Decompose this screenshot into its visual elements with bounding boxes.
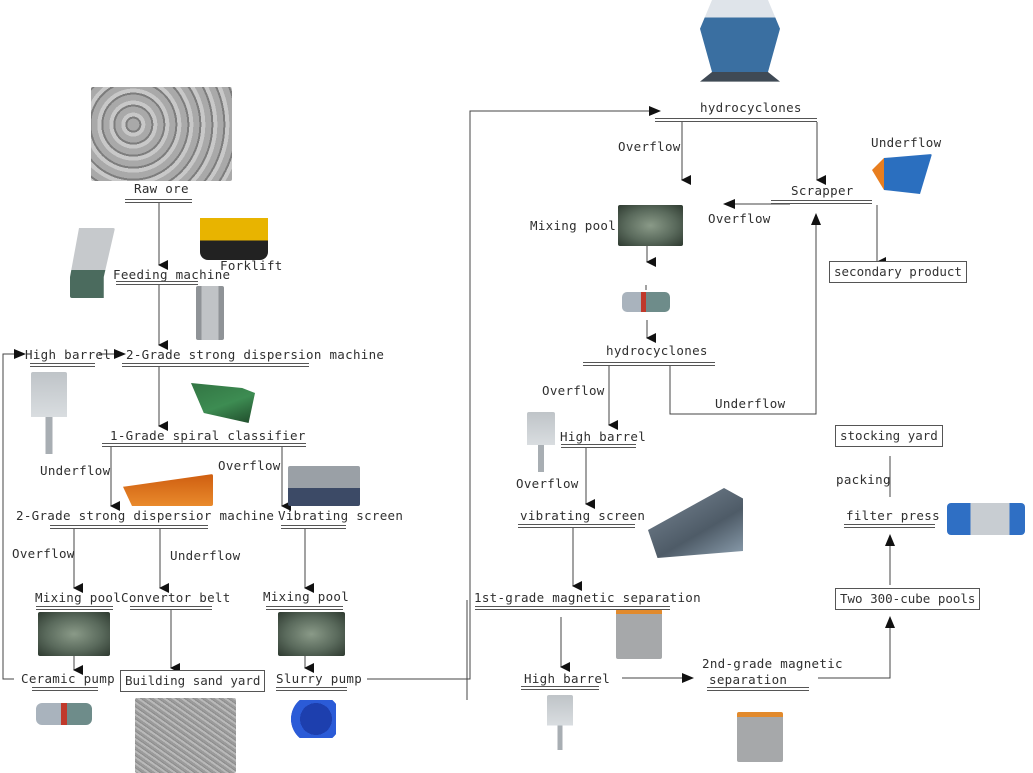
edge-overflow-dispersior: Overflow bbox=[12, 546, 75, 561]
pump-image bbox=[622, 292, 670, 312]
node-raw-ore: Raw ore bbox=[134, 181, 189, 196]
node-secondary-product: secondary product bbox=[829, 261, 967, 283]
underline bbox=[125, 199, 192, 203]
node-high-barrel-2: High barrel bbox=[560, 429, 647, 444]
slurry-pump-image bbox=[286, 700, 336, 738]
ceramic-pump-image bbox=[36, 703, 92, 725]
underline bbox=[122, 363, 309, 367]
raw-ore-image bbox=[91, 87, 232, 181]
edge-overflow-barrel2: Overflow bbox=[516, 476, 579, 491]
edge-overflow-scrapper: Overflow bbox=[708, 211, 771, 226]
hydrocyclones-image bbox=[700, 0, 780, 82]
underline bbox=[30, 363, 95, 367]
high-barrel-image bbox=[31, 372, 67, 454]
underline bbox=[130, 606, 212, 610]
high-barrel-2-image bbox=[527, 412, 555, 472]
mixing-pool-1-image bbox=[38, 612, 110, 656]
node-ceramic-pump: Ceramic pump bbox=[21, 671, 115, 686]
node-hydrocyclones-2: hydrocyclones bbox=[606, 343, 708, 358]
loop-ceramic-to-barrel bbox=[2, 349, 26, 680]
node-slurry-pump: Slurry pump bbox=[276, 671, 363, 686]
node-two-pools: Two 300-cube pools bbox=[835, 588, 981, 610]
line-magsep2-to-pools bbox=[818, 616, 895, 679]
node-convertor-belt: Convertor belt bbox=[121, 590, 231, 605]
underline bbox=[50, 525, 208, 529]
building-sand-image bbox=[135, 698, 236, 773]
node-forklift: Forklift bbox=[220, 258, 283, 273]
edge-overflow-hydro1: Overflow bbox=[618, 139, 681, 154]
edge-underflow-scrapper: Underflow bbox=[871, 135, 942, 150]
node-stocking-yard: stocking yard bbox=[835, 425, 943, 447]
node-feeding-machine: Feeding machine bbox=[113, 267, 231, 282]
edge-underflow-classifier: Underflow bbox=[40, 463, 111, 478]
underline bbox=[276, 687, 347, 691]
underline bbox=[655, 118, 817, 122]
node-high-barrel-3: High barrel bbox=[524, 671, 611, 686]
node-vibrating-screen-2: vibrating screen bbox=[520, 508, 646, 523]
underline bbox=[281, 525, 346, 529]
filter-press-image bbox=[947, 503, 1025, 535]
underline bbox=[116, 281, 198, 285]
node-filter-press: filter press bbox=[846, 508, 940, 523]
line-slurry-to-hydrocyclones bbox=[367, 106, 661, 680]
node-mixing-pool-1: Mixing pool bbox=[35, 590, 122, 605]
high-barrel-3-image bbox=[547, 695, 573, 750]
underline bbox=[518, 524, 635, 528]
dispersion-machine-image bbox=[196, 286, 224, 340]
node-scrapper: Scrapper bbox=[791, 183, 854, 198]
node-spiral-classifier: 1-Grade spiral classifier bbox=[110, 428, 306, 443]
vibrating-screen-1-image bbox=[288, 466, 360, 506]
underline bbox=[475, 606, 670, 610]
node-mag-sep-1: 1st-grade magnetic separation bbox=[474, 590, 701, 605]
underline bbox=[771, 200, 872, 204]
underline bbox=[561, 444, 636, 448]
mag-sep-1-image bbox=[616, 609, 662, 659]
node-hydrocyclones-1: hydrocyclones bbox=[700, 100, 802, 115]
underline bbox=[32, 687, 98, 691]
underline bbox=[707, 687, 809, 691]
node-dispersion-machine: 2-Grade strong dispersion machine bbox=[126, 347, 385, 362]
forklift-image bbox=[200, 195, 268, 260]
mixing-pool-3-image bbox=[618, 205, 683, 246]
node-mixing-pool-3: Mixing pool bbox=[530, 218, 617, 233]
mag-sep-2-image bbox=[737, 712, 783, 762]
node-mag-sep-2-line2: separation bbox=[709, 672, 788, 687]
line-hydro2-underflow bbox=[669, 213, 821, 415]
edge-overflow-classifier: Overflow bbox=[218, 458, 281, 473]
underline bbox=[521, 686, 599, 690]
edge-packing: packing bbox=[836, 472, 891, 487]
underline bbox=[583, 362, 715, 366]
underline bbox=[102, 443, 306, 447]
edge-underflow-dispersior: Underflow bbox=[170, 548, 241, 563]
mixing-pool-2-image bbox=[278, 612, 345, 656]
underline bbox=[36, 606, 113, 610]
underline bbox=[266, 606, 343, 610]
edge-overflow-hydro2: Overflow bbox=[542, 383, 605, 398]
node-dispersior-machine: 2-Grade strong dispersior machine bbox=[16, 508, 275, 523]
node-vibrating-screen-1: Vibrating screen bbox=[278, 508, 404, 523]
node-mag-sep-2: 2nd-grade magnetic bbox=[702, 656, 843, 671]
node-high-barrel-1: High barrel bbox=[25, 347, 112, 362]
node-mixing-pool-2: Mixing pool bbox=[263, 589, 350, 604]
underline bbox=[844, 524, 935, 528]
node-building-sand-yard: Building sand yard bbox=[120, 670, 266, 692]
edge-underflow-hydro2: Underflow bbox=[715, 396, 786, 411]
